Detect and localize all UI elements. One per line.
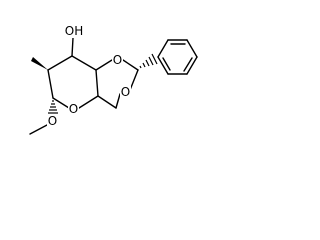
svg-text:O: O — [121, 85, 130, 99]
phenyl-ring — [157, 39, 198, 75]
methoxy-hash-bond — [48, 100, 58, 114]
molecule-canvas: OH O O O O — [0, 0, 220, 148]
bond-c4-o-top — [95, 59, 113, 71]
bond-c3-oh — [71, 37, 74, 57]
dioxane-oxygen-bottom-label: O — [120, 85, 131, 99]
pyranose-oxygen-label: O — [68, 102, 79, 116]
bond-oring-c5 — [78, 95, 99, 109]
methyl-wedge-bond — [31, 57, 48, 70]
svg-text:OH: OH — [65, 24, 83, 38]
bond-ch2-c5 — [97, 95, 117, 109]
bond-c5-c4 — [95, 69, 99, 97]
bond-c2-c1 — [47, 69, 54, 99]
hydroxyl-label: OH — [63, 24, 84, 38]
svg-text:O: O — [113, 53, 122, 67]
methoxy-oxygen-label: O — [47, 114, 58, 128]
dioxane-oxygen-top-label: O — [112, 53, 123, 67]
bond-o-bottom-ch2 — [115, 93, 121, 109]
svg-text:O: O — [48, 114, 57, 128]
bond-c4-c3 — [71, 55, 97, 71]
bond-c1-oring — [52, 97, 70, 109]
bond-acetal-o-bottom — [129, 69, 139, 91]
bond-methoxy-o-ch3 — [29, 124, 48, 135]
bond-o-top-acetal — [122, 59, 139, 71]
molecule-structure: OH O O O O — [29, 24, 198, 135]
svg-text:O: O — [69, 102, 78, 116]
bond-c3-c2 — [47, 55, 73, 71]
phenyl-hash-bond — [139, 53, 158, 69]
